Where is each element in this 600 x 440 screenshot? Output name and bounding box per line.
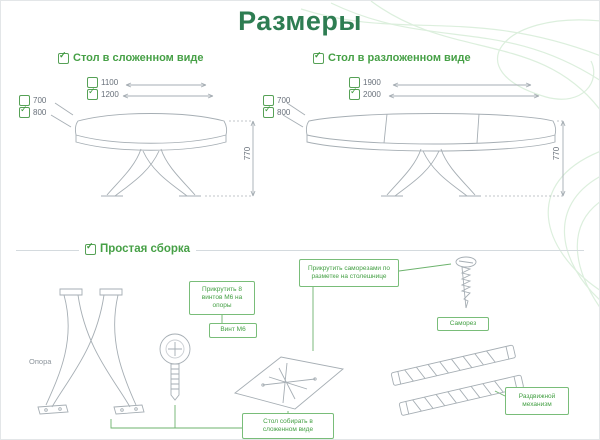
tabletop-underside-drawing	[234, 356, 345, 410]
mechanism-label-text: Раздвижной механизм	[518, 392, 556, 408]
check-icon: ✓	[86, 240, 94, 251]
checkbox-icon	[263, 95, 274, 106]
mechanism-label: Раздвижной механизм	[505, 387, 569, 415]
checkbox-icon: ✓	[263, 104, 274, 118]
bolt-label-text: Винт М6	[220, 326, 246, 334]
table-leg-drawing	[37, 288, 145, 415]
checkbox-icon: ✓	[87, 86, 98, 100]
dim-value: 1200	[101, 90, 119, 99]
screw-label-text: Саморез	[449, 319, 477, 327]
checkbox-icon: ✓	[19, 104, 30, 118]
section-heading-folded-label: Стол в сложенном виде	[73, 52, 204, 64]
bolt-drawing	[159, 333, 191, 401]
slide-mechanism-drawing	[390, 344, 524, 416]
note-assemble-text: Стол собирать в сложенном виде	[262, 417, 314, 433]
dim-value: 2000	[363, 90, 381, 99]
note-screws: Прикрутить саморезами по разметке на сто…	[299, 259, 399, 287]
page-title: Размеры	[238, 6, 362, 36]
checkbox-icon: ✓	[58, 49, 69, 64]
dim-option: 700	[263, 95, 290, 106]
dim-value: 700	[277, 96, 291, 105]
dim-option: 700	[19, 95, 46, 106]
check-icon: ✓	[314, 49, 322, 60]
dim-value: 700	[33, 96, 47, 105]
unfolded-table-drawing	[282, 82, 566, 197]
checkbox-icon	[19, 95, 30, 106]
checkbox-icon: ✓	[349, 86, 360, 100]
height-dim-folded: 770	[243, 146, 253, 161]
check-icon: ✓	[264, 104, 272, 114]
leg-label: Опора	[29, 357, 52, 366]
checkbox-icon	[87, 77, 98, 88]
section-heading-unfolded-label: Стол в разложенном виде	[328, 52, 471, 64]
note-assemble: Стол собирать в сложенном виде	[242, 413, 334, 439]
note-screws-text: Прикрутить саморезами по разметке на сто…	[307, 264, 390, 280]
dim-option: ✓ 1200	[87, 86, 119, 100]
note-bolts: Прикрутить 8 винтов М6 на опоры	[189, 281, 255, 315]
folded-table-drawing	[50, 82, 256, 197]
section-heading-unfolded: ✓ Стол в разложенном виде	[313, 49, 471, 64]
dim-option: ✓ 2000	[349, 86, 381, 100]
note-bolts-text: Прикрутить 8 винтов М6 на опоры	[201, 285, 243, 310]
assembly-heading-label: Простая сборка	[100, 243, 191, 255]
check-icon: ✓	[20, 104, 28, 114]
dim-option: 1900	[349, 77, 381, 88]
check-icon: ✓	[88, 86, 96, 96]
check-icon: ✓	[350, 86, 358, 96]
dim-value: 1100	[101, 78, 119, 87]
height-dim-unfolded: 770	[552, 146, 562, 161]
assembly-heading: ✓ Простая сборка	[79, 240, 197, 255]
bolt-label: Винт М6	[209, 323, 257, 338]
dim-value: 800	[277, 108, 291, 117]
checkbox-icon: ✓	[85, 240, 96, 255]
screw-drawing	[455, 256, 477, 309]
screw-label: Саморез	[437, 317, 489, 331]
dim-option: ✓ 800	[263, 104, 291, 118]
checkbox-icon: ✓	[313, 49, 324, 64]
check-icon: ✓	[59, 49, 67, 60]
dim-value: 800	[33, 108, 47, 117]
checkbox-icon	[349, 77, 360, 88]
dim-option: ✓ 800	[19, 104, 47, 118]
dim-value: 1900	[363, 78, 381, 87]
section-divider	[16, 250, 584, 251]
section-heading-folded: ✓ Стол в сложенном виде	[58, 49, 204, 64]
dim-option: 1100	[87, 77, 118, 88]
